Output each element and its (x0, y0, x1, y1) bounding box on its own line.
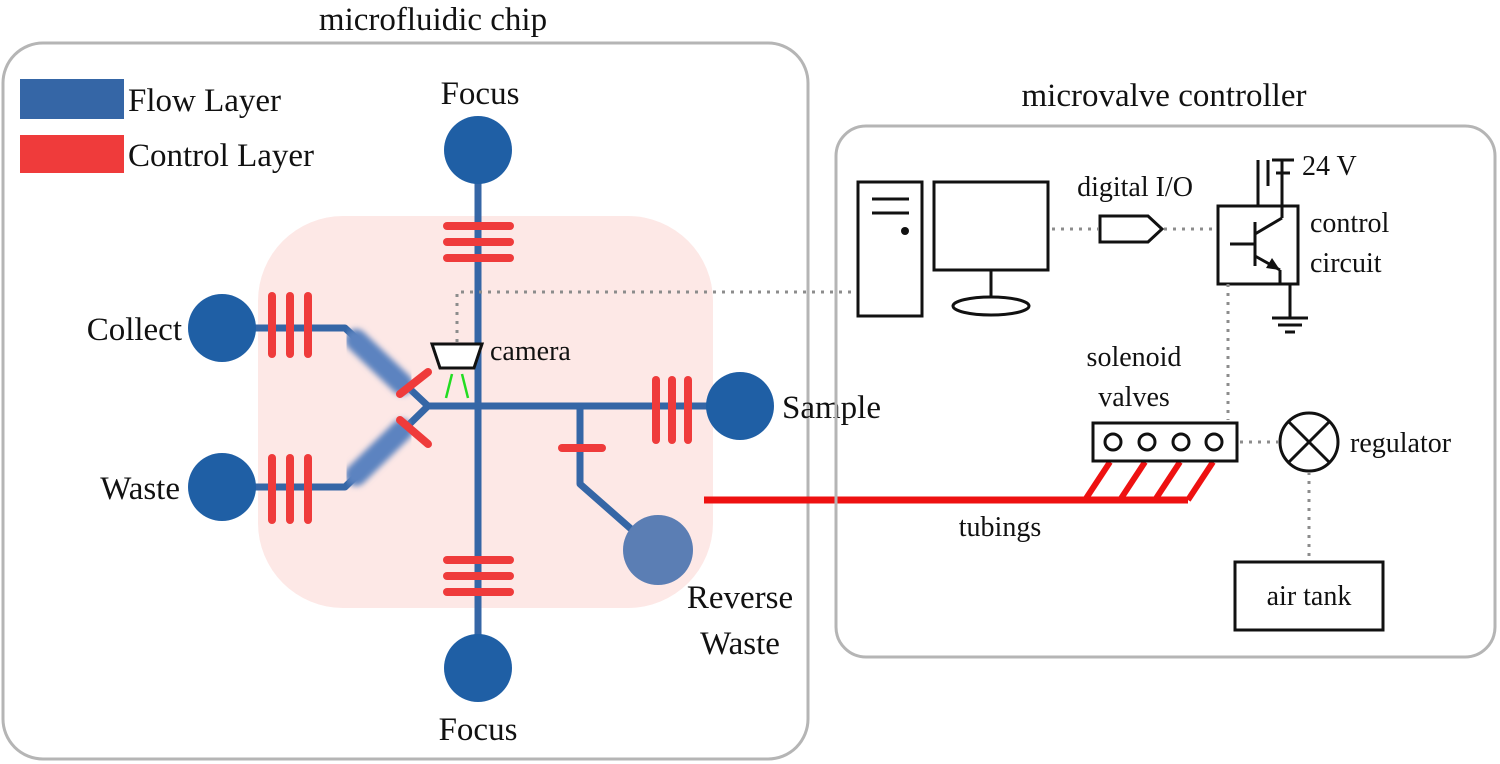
port-waste (188, 453, 256, 521)
transistor-icon (1216, 160, 1300, 286)
solenoid-label-line2: valves (1098, 382, 1170, 413)
legend-flow-label: Flow Layer (128, 83, 281, 119)
sorting-junction-blur (345, 329, 413, 486)
control-zone (258, 216, 713, 608)
label-reverse-waste-line1: Reverse (687, 580, 793, 616)
label-focus-top: Focus (441, 76, 520, 112)
label-collect: Collect (87, 312, 182, 348)
port-reverse-waste (623, 515, 693, 585)
air-tank-label: air tank (1267, 581, 1352, 612)
solenoid-valves-icon (1091, 421, 1239, 463)
valve-collect (268, 292, 312, 358)
computer-tower-icon (856, 180, 924, 318)
controller-title: microvalve controller (1022, 78, 1307, 114)
valve-sort-upper (396, 368, 432, 398)
solenoid-label-line1: solenoid (1087, 342, 1182, 373)
controller-frame (834, 124, 1497, 659)
voltage-label: 24 V (1302, 151, 1357, 182)
valve-focus-top (443, 222, 514, 262)
valve-sort-lower (396, 416, 432, 448)
camera-label: camera (490, 336, 571, 367)
label-reverse-waste-line2: Waste (700, 626, 780, 662)
legend-control-label: Control Layer (128, 138, 314, 174)
legend-flow-swatch (20, 79, 124, 119)
legend-control-swatch (20, 135, 124, 173)
control-circuit-label-line2: circuit (1310, 248, 1382, 279)
control-circuit-label-line1: control (1310, 208, 1390, 239)
air-tank-box (1233, 560, 1385, 632)
valve-sample (652, 376, 692, 444)
chip-title: microfluidic chip (319, 2, 547, 38)
label-sample: Sample (782, 390, 881, 426)
port-collect (188, 294, 256, 362)
camera-icon (429, 342, 485, 399)
digital-io-label: digital I/O (1077, 172, 1193, 203)
label-waste: Waste (100, 471, 180, 507)
valve-focus-bottom (443, 556, 514, 596)
regulator-label: regulator (1350, 428, 1452, 459)
chip-frame (1, 41, 810, 761)
port-sample (706, 372, 774, 440)
monitor-icon (932, 180, 1050, 317)
label-focus-bottom: Focus (439, 712, 518, 748)
tubings-label: tubings (959, 512, 1041, 543)
port-focus-top (444, 116, 512, 184)
digital-io-connector-icon (1098, 214, 1165, 244)
supply-terminal-icon (1272, 158, 1294, 206)
ground-icon (1272, 284, 1308, 334)
camera-signal-line (455, 290, 858, 342)
port-focus-bottom (444, 634, 512, 702)
valve-waste (268, 454, 312, 524)
regulator-icon (1278, 411, 1340, 473)
tubing-bundle (704, 460, 1216, 504)
